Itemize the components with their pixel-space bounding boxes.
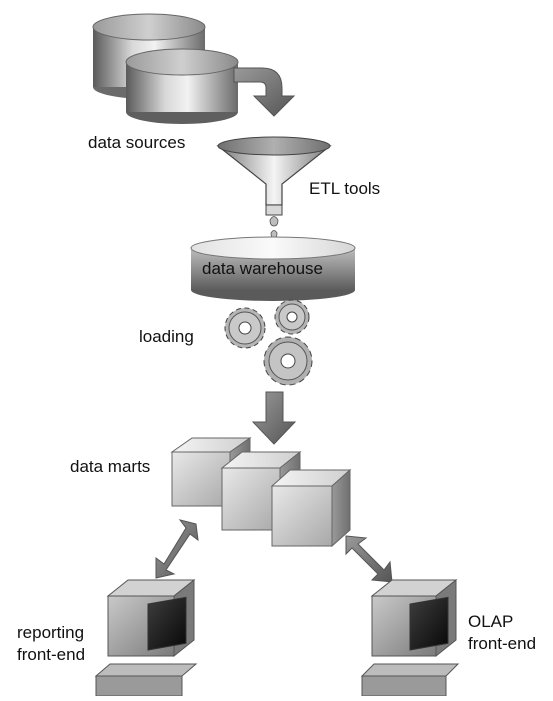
down-arrow xyxy=(251,391,297,445)
data-source-cylinder-front xyxy=(125,48,239,124)
data-warehouse-cylinder xyxy=(190,236,356,301)
label-reporting-line2: front-end xyxy=(17,645,86,664)
reporting-computer-icon xyxy=(94,578,198,697)
label-data-sources: data sources xyxy=(88,133,186,152)
label-data-warehouse: data warehouse xyxy=(202,259,323,278)
data-mart-cube xyxy=(270,468,352,548)
label-data-marts: data marts xyxy=(70,457,151,476)
gear-icon xyxy=(224,307,266,349)
olap-computer-icon xyxy=(360,578,460,697)
gear-icon xyxy=(274,299,310,335)
label-olap-line2: front-end xyxy=(468,634,537,653)
label-olap-line1: OLAP xyxy=(468,612,514,631)
etl-funnel xyxy=(216,136,332,239)
label-loading: loading xyxy=(139,327,194,346)
double-arrow-right xyxy=(345,535,393,583)
gear-icon xyxy=(263,336,313,386)
label-etl-tools: ETL tools xyxy=(309,179,381,198)
label-reporting-line1: reporting xyxy=(17,623,85,642)
curved-arrow-to-funnel xyxy=(233,67,296,117)
double-arrow-left xyxy=(155,519,199,579)
gears-icon xyxy=(224,299,313,386)
